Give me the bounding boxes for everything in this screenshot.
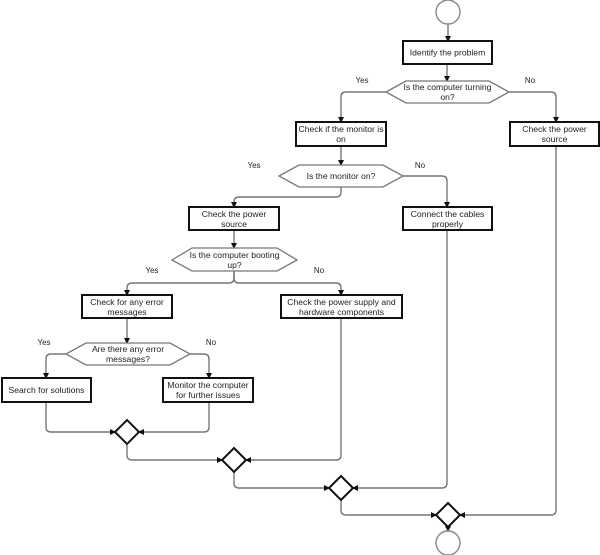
svg-text:Check for any error: Check for any error: [90, 297, 164, 307]
svg-text:Monitor the computer: Monitor the computer: [167, 380, 248, 390]
no-label: No: [206, 338, 217, 347]
svg-text:Check the power supply and: Check the power supply and: [287, 297, 396, 307]
svg-text:on: on: [336, 134, 346, 144]
no-label: No: [314, 266, 325, 275]
yes-label: Yes: [145, 266, 158, 275]
svg-text:source: source: [542, 134, 568, 144]
svg-text:Connect the cables: Connect the cables: [411, 209, 485, 219]
svg-text:properly: properly: [432, 219, 464, 229]
yes-label: Yes: [37, 338, 50, 347]
svg-text:on?: on?: [440, 92, 455, 102]
no-label: No: [525, 76, 536, 85]
process-check-power-source-right: Check the power source: [509, 121, 600, 147]
process-check-errors: Check for any error messages: [81, 294, 173, 319]
process-connect-cables: Connect the cables properly: [402, 206, 493, 231]
svg-text:Is the monitor on?: Is the monitor on?: [307, 171, 376, 181]
process-monitor-issues: Monitor the computer for further issues: [162, 377, 254, 403]
merge-diamond: [220, 446, 248, 474]
svg-text:source: source: [221, 219, 247, 229]
process-search-solutions: Search for solutions: [1, 377, 92, 403]
decision-computer-turning-on: Is the computer turning on?: [384, 80, 511, 104]
svg-text:Identify the problem: Identify the problem: [410, 48, 485, 58]
svg-text:Are there any error: Are there any error: [92, 344, 164, 354]
decision-error-messages: Are there any error messages?: [64, 342, 192, 366]
decision-monitor-on: Is the monitor on?: [277, 164, 405, 188]
process-identify: Identify the problem: [402, 40, 493, 65]
decision-computer-booting: Is the computer booting up?: [170, 247, 299, 272]
svg-text:for further issues: for further issues: [176, 390, 240, 400]
merge-diamond: [113, 418, 141, 446]
start-node: [435, 0, 461, 25]
process-check-power-supply: Check the power supply and hardware comp…: [280, 294, 403, 319]
svg-text:Is the computer booting: Is the computer booting: [190, 250, 280, 260]
yes-label: Yes: [247, 161, 260, 170]
process-check-power-source-mid: Check the power source: [188, 206, 280, 231]
svg-text:Search for solutions: Search for solutions: [9, 385, 85, 395]
end-node: [435, 530, 461, 555]
svg-text:messages: messages: [107, 307, 146, 317]
svg-text:Is the computer turning: Is the computer turning: [404, 82, 492, 92]
yes-label: Yes: [355, 76, 368, 85]
svg-text:Check the power: Check the power: [202, 209, 267, 219]
connectors: [43, 24, 559, 532]
merge-diamond: [434, 501, 462, 529]
svg-text:Check if the monitor is: Check if the monitor is: [298, 124, 383, 134]
svg-text:Check the power: Check the power: [522, 124, 587, 134]
merge-diamond: [327, 474, 355, 502]
svg-text:hardware components: hardware components: [299, 307, 384, 317]
no-label: No: [415, 161, 426, 170]
svg-text:up?: up?: [227, 260, 242, 270]
svg-text:messages?: messages?: [106, 354, 150, 364]
process-check-monitor: Check if the monitor is on: [295, 121, 387, 147]
